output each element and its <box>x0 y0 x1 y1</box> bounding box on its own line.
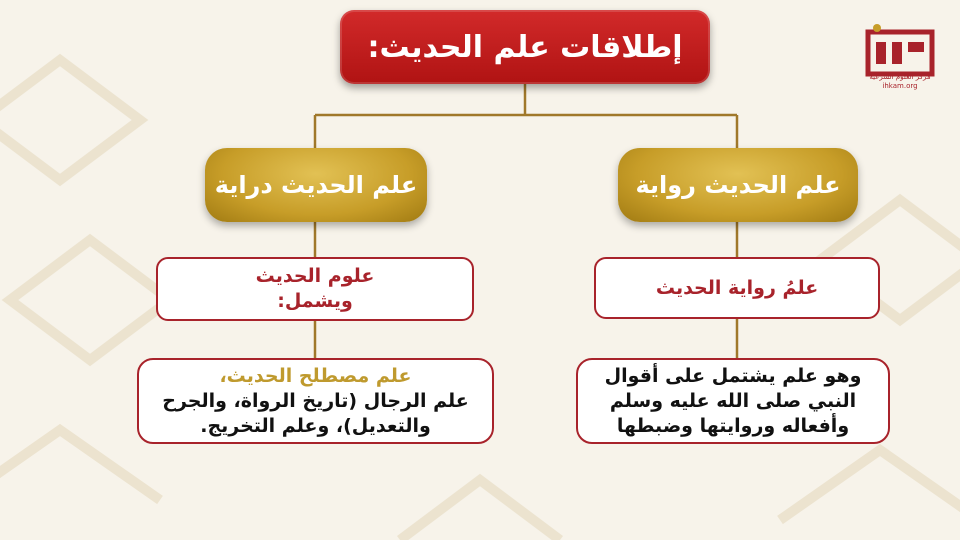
riwaya-definition-box: علمُ رواية الحديث <box>594 257 880 319</box>
riwaya-details-box: وهو علم يشتمل على أقوال النبي صلى الله ع… <box>576 358 890 444</box>
diraya-details-line-1: علم مصطلح الحديث، <box>219 364 412 387</box>
diraya-definition-box: علوم الحديث ويشمل: <box>156 257 474 321</box>
branch-diraya-label: علم الحديث دراية <box>205 148 427 222</box>
riwaya-details-line-1: وهو علم يشتمل على أقوال <box>604 364 862 387</box>
riwaya-details-line-2: النبي صلى الله عليه وسلم <box>609 389 857 412</box>
diraya-details-box: علم مصطلح الحديث، علم الرجال (تاريخ الرو… <box>137 358 494 444</box>
diraya-details-line-3: والتعديل)، وعلم التخريج. <box>200 414 431 437</box>
diraya-definition-line-1: علوم الحديث <box>255 265 375 287</box>
riwaya-details-line-3: وأفعاله وروايتها وضبطها <box>616 414 850 437</box>
ihkam-logo <box>865 24 935 77</box>
riwaya-definition-line: علمُ رواية الحديث <box>655 276 819 299</box>
logo-subtitle: مركز العلوم الشرعية ihkam.org <box>869 73 931 90</box>
diraya-details-line-2: علم الرجال (تاريخ الرواة، والجرح <box>162 389 469 412</box>
main-title-text: إطلاقات علم الحديث: <box>367 29 683 65</box>
diraya-definition-line-2: ويشمل: <box>277 290 353 312</box>
main-title: إطلاقات علم الحديث: <box>340 10 710 84</box>
branch-riwaya-label: علم الحديث رواية <box>618 148 858 222</box>
